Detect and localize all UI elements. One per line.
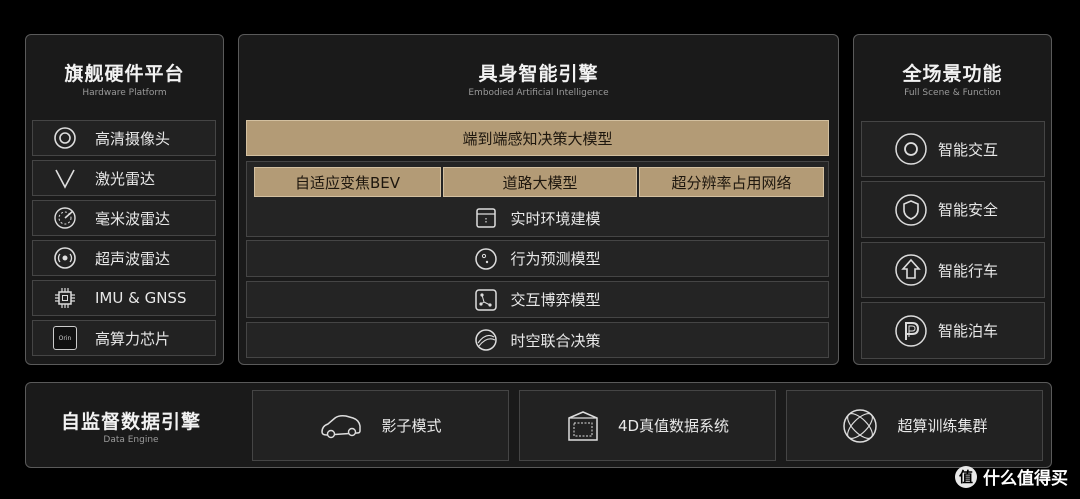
4d-truth-data-item: 4D真值数据系统 (519, 390, 776, 461)
shield-icon (894, 193, 928, 227)
perception-tab-bev: 自适应变焦BEV (254, 167, 441, 197)
hardware-item-mmwave-radar: 毫米波雷达 (32, 200, 216, 236)
function-item-safety: 智能安全 (861, 181, 1045, 238)
hardware-item-imu-gnss: IMU & GNSS (32, 280, 216, 316)
end-to-end-model-bar: 端到端感知决策大模型 (246, 120, 829, 156)
data-box-icon (566, 409, 600, 443)
cluster-icon (841, 407, 879, 445)
orin-chip-text: Orin (53, 326, 77, 350)
hardware-platform-title: 旗舰硬件平台 (64, 63, 185, 85)
function-item-label: 智能行车 (938, 261, 999, 280)
shadow-mode-label: 影子模式 (381, 417, 442, 435)
interaction-icon (894, 132, 928, 166)
mmwave-radar-icon (45, 206, 85, 230)
data-engine-panel: 自监督数据引擎 Data Engine 影子模式 4D真值数据系统 超算训练集群 (25, 382, 1052, 468)
watermark: 值 什么值得买 (955, 464, 1068, 489)
full-scene-title: 全场景功能 (902, 63, 1003, 85)
hardware-platform-subtitle: Hardware Platform (82, 88, 167, 98)
driving-arrow-icon (894, 253, 928, 287)
chip-icon (45, 286, 85, 310)
function-item-driving: 智能行车 (861, 242, 1045, 298)
perception-container: 自适应变焦BEV 道路大模型 超分辨率占用网络 实时环境建模 (246, 161, 829, 237)
function-item-parking: 智能泊车 (861, 302, 1045, 359)
orin-chip-icon: Orin (45, 326, 85, 350)
full-scene-subtitle: Full Scene & Function (904, 88, 1001, 98)
interaction-game-label: 交互博弈模型 (510, 291, 601, 309)
hardware-item-ultrasonic-radar: 超声波雷达 (32, 240, 216, 276)
hardware-item-label: 超声波雷达 (95, 249, 171, 268)
perception-tab-occupancy: 超分辨率占用网络 (639, 167, 824, 197)
data-engine-title: 自监督数据引擎 (60, 411, 201, 433)
spacetime-decision-label: 时空联合决策 (510, 331, 601, 350)
embodied-ai-subtitle: Embodied Artificial Intelligence (468, 88, 609, 98)
function-item-interaction: 智能交互 (861, 121, 1045, 177)
interaction-game-row: 交互博弈模型 (246, 281, 829, 318)
hardware-item-label: 高清摄像头 (95, 129, 171, 148)
hardware-item-lidar: 激光雷达 (32, 160, 216, 196)
hardware-item-label: 毫米波雷达 (95, 209, 171, 228)
spacetime-decision-icon (474, 328, 498, 352)
embodied-ai-panel: 具身智能引擎 Embodied Artificial Intelligence … (238, 34, 839, 365)
embodied-ai-title: 具身智能引擎 (478, 63, 599, 85)
hardware-item-label: 激光雷达 (95, 169, 156, 188)
hardware-item-label: 高算力芯片 (95, 329, 171, 348)
behavior-prediction-row: 行为预测模型 (246, 240, 829, 277)
behavior-prediction-icon (474, 247, 498, 271)
environment-model-row: 实时环境建模 (247, 200, 828, 236)
full-scene-panel: 全场景功能 Full Scene & Function 智能交互 智能安全 智能… (853, 34, 1052, 365)
supercompute-cluster-item: 超算训练集群 (786, 390, 1043, 461)
supercompute-cluster-label: 超算训练集群 (897, 417, 988, 435)
function-item-label: 智能安全 (938, 201, 999, 219)
function-item-label: 智能泊车 (938, 322, 999, 340)
hardware-item-camera: 高清摄像头 (32, 120, 216, 156)
lidar-icon (45, 166, 85, 190)
parking-icon (894, 314, 928, 348)
hardware-item-label: IMU & GNSS (95, 289, 187, 307)
4d-truth-data-label: 4D真值数据系统 (617, 417, 730, 435)
hardware-item-compute-chip: Orin 高算力芯片 (32, 320, 216, 356)
watermark-text: 什么值得买 (983, 469, 1068, 489)
camera-icon (45, 126, 85, 150)
car-icon (319, 411, 363, 441)
function-item-label: 智能交互 (938, 140, 999, 159)
spacetime-decision-row: 时空联合决策 (246, 322, 829, 358)
interaction-game-icon (474, 288, 498, 312)
behavior-prediction-label: 行为预测模型 (510, 250, 601, 268)
perception-tab-road-model: 道路大模型 (443, 167, 637, 197)
environment-model-label: 实时环境建模 (510, 209, 601, 228)
ultrasonic-radar-icon (45, 246, 85, 270)
shadow-mode-item: 影子模式 (252, 390, 509, 461)
hardware-platform-panel: 旗舰硬件平台 Hardware Platform 高清摄像头 激光雷达 毫米波雷… (25, 34, 224, 365)
environment-model-icon (474, 206, 498, 230)
watermark-logo-icon: 值 (955, 465, 977, 488)
data-engine-subtitle: Data Engine (103, 435, 159, 445)
